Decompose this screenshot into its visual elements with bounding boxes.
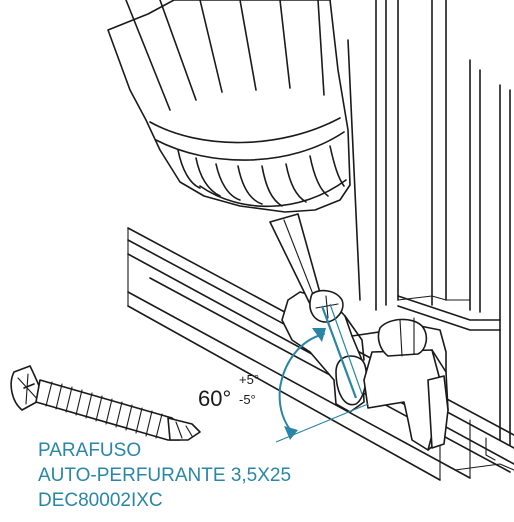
caption-line-2: AUTO-PERFURANTE 3,5X25 — [38, 465, 292, 486]
angle-label: 60° +5° -5° — [198, 372, 259, 411]
drill-icon — [107, 0, 351, 213]
caption-line-1: PARAFUSO — [38, 440, 142, 461]
screw-axis — [320, 303, 363, 399]
screw-icon — [10, 365, 201, 441]
angle-minus-tolerance: -5° — [239, 392, 256, 407]
angle-plus-tolerance: +5° — [239, 372, 259, 387]
vertical-frame — [329, 0, 511, 446]
angle-arc-icon — [275, 328, 369, 443]
screw-caption: PARAFUSO AUTO-PERFURANTE 3,5X25 DEC80002… — [38, 438, 291, 513]
angle-value: 60° — [198, 386, 231, 411]
drill-bit — [269, 213, 344, 323]
clip-bracket — [281, 291, 449, 451]
caption-line-3: DEC80002IXC — [38, 490, 163, 511]
